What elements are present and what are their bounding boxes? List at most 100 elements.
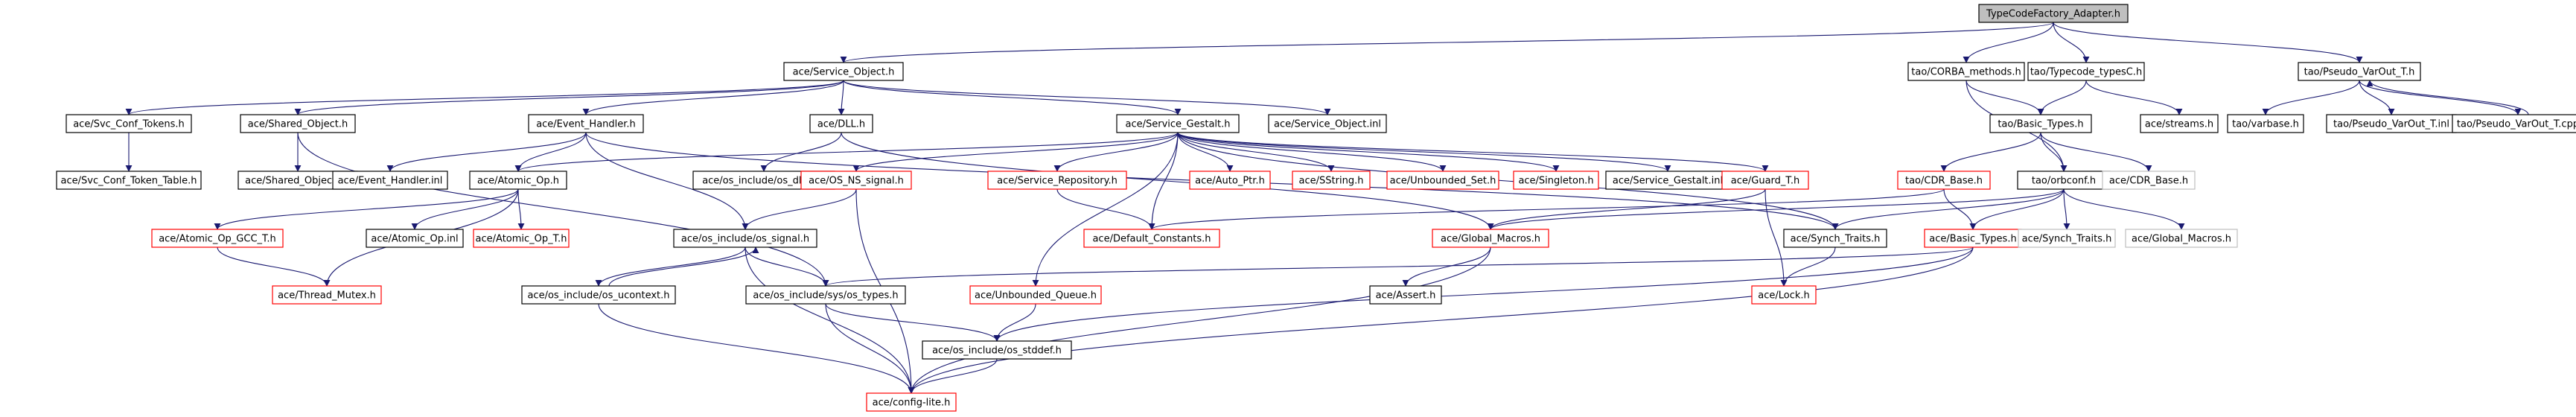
node-box-shared_object [240, 114, 356, 133]
node-varbase[interactable]: tao/varbase.h [2227, 114, 2304, 133]
edge-basic_types_tao-to-orbconf [2040, 132, 2068, 172]
node-label-pseudo_varout_t_cpp: tao/Pseudo_VarOut_T.cpp [2457, 119, 2576, 130]
edge-atomic_op-to-atomic_op_inl [411, 188, 519, 230]
node-box-atomic_op_inl [366, 229, 464, 248]
node-assert[interactable]: ace/Assert.h [1369, 285, 1442, 305]
edge-orbconf-to-global_macros_red [1487, 188, 2065, 230]
node-synch_traits_black[interactable]: ace/Synch_Traits.h [1783, 229, 1887, 248]
node-box-atomic_op_gcc_t [151, 229, 284, 248]
node-service_object[interactable]: ace/Service_Object.h [783, 62, 904, 81]
edge-event_handler-to-os_signal [585, 132, 749, 230]
node-label-shared_object_inl: ace/Shared_Object.inl [245, 176, 351, 187]
node-unbounded_queue[interactable]: ace/Unbounded_Queue.h [969, 285, 1102, 305]
node-service_gestalt_inl[interactable]: ace/Service_Gestalt.inl [1605, 171, 1730, 190]
node-label-svc_conf_tokens: ace/Svc_Conf_Tokens.h [73, 119, 185, 130]
node-global_macros_red[interactable]: ace/Global_Macros.h [1432, 229, 1549, 248]
node-label-os_stddef: ace/os_include/os_stddef.h [932, 346, 1062, 357]
node-service_repository[interactable]: ace/Service_Repository.h [987, 171, 1127, 190]
node-box-sstring [1292, 171, 1371, 190]
edge-os_signal-to-sys_os_types [745, 246, 829, 287]
edge-os_ns_signal-to-os_signal [742, 188, 857, 230]
node-label-assert: ace/Assert.h [1376, 290, 1436, 302]
edge-orbconf-to-synch_traits_gray [2063, 188, 2070, 230]
node-singleton[interactable]: ace/Singleton.h [1513, 171, 1599, 190]
node-pseudo_varout_t_inl[interactable]: tao/Pseudo_VarOut_T.inl [2326, 114, 2457, 133]
node-cdr_base_red[interactable]: tao/CDR_Base.h [1897, 171, 1991, 190]
node-atomic_op[interactable]: ace/Atomic_Op.h [469, 171, 567, 190]
node-label-orbconf: tao/orbconf.h [2032, 176, 2096, 187]
node-box-lock [1751, 285, 1817, 305]
edge-os_signal-to-config_lite [745, 246, 915, 394]
node-pseudo_varout_t_cpp[interactable]: tao/Pseudo_VarOut_T.cpp [2452, 114, 2576, 133]
node-corba_methods[interactable]: tao/CORBA_methods.h [1907, 62, 2025, 81]
node-box-svc_conf_tokens [66, 114, 192, 133]
node-atomic_op_inl[interactable]: ace/Atomic_Op.inl [366, 229, 464, 248]
node-label-thread_mutex: ace/Thread_Mutex.h [278, 290, 376, 302]
node-lock[interactable]: ace/Lock.h [1751, 285, 1817, 305]
node-os_ucontext[interactable]: ace/os_include/os_ucontext.h [521, 285, 676, 305]
node-label-default_constants: ace/Default_Constants.h [1092, 234, 1211, 245]
node-thread_mutex[interactable]: ace/Thread_Mutex.h [272, 285, 382, 305]
edge-atomic_op_gcc_t-to-thread_mutex [217, 246, 331, 287]
node-basic_types_ace[interactable]: ace/Basic_Types.h [1924, 229, 2022, 248]
node-box-global_macros_gray [2125, 229, 2238, 248]
node-auto_ptr[interactable]: ace/Auto_Ptr.h [1189, 171, 1271, 190]
node-orbconf[interactable]: tao/orbconf.h [2017, 171, 2111, 190]
node-label-atomic_op_gcc_t: ace/Atomic_Op_GCC_T.h [159, 234, 276, 245]
node-label-unbounded_queue: ace/Unbounded_Queue.h [975, 290, 1097, 302]
node-os_signal[interactable]: ace/os_include/os_signal.h [673, 229, 817, 248]
node-config_lite[interactable]: ace/config-lite.h [866, 392, 957, 412]
node-typecode_typesc[interactable]: tao/Typecode_typesC.h [2027, 62, 2145, 81]
node-box-pseudo_varout_t [2298, 62, 2421, 81]
node-box-thread_mutex [272, 285, 382, 305]
node-svc_conf_tokens[interactable]: ace/Svc_Conf_Tokens.h [66, 114, 192, 133]
edge-pseudo_varout_t-to-pseudo_varout_t_cpp [2359, 80, 2522, 115]
node-box-synch_traits_black [1783, 229, 1887, 248]
node-box-default_constants [1083, 229, 1220, 248]
node-synch_traits_gray: ace/Synch_Traits.h [2018, 229, 2116, 248]
node-atomic_op_t[interactable]: ace/Atomic_Op_T.h [473, 229, 570, 248]
edge-cdr_base_red-to-default_constants [1148, 188, 1945, 230]
edge-service_object-to-dll [838, 80, 845, 115]
node-box-svc_conf_token_table [56, 171, 202, 190]
edge-service_gestalt-to-unbounded_queue [1032, 132, 1179, 287]
node-atomic_op_gcc_t[interactable]: ace/Atomic_Op_GCC_T.h [151, 229, 284, 248]
node-label-os_ns_signal: ace/OS_NS_signal.h [809, 176, 904, 187]
edge-sys_os_types-to-config_lite [825, 303, 915, 394]
node-label-sstring: ace/SString.h [1299, 176, 1364, 187]
node-event_handler[interactable]: ace/Event_Handler.h [528, 114, 644, 133]
node-label-singleton: ace/Singleton.h [1518, 176, 1593, 187]
node-label-auto_ptr: ace/Auto_Ptr.h [1195, 176, 1265, 187]
node-service_object_inl[interactable]: ace/Service_Object.inl [1268, 114, 1387, 133]
edge-os_ucontext-to-config_lite [598, 303, 915, 394]
node-box-atomic_op_t [473, 229, 570, 248]
node-sstring[interactable]: ace/SString.h [1292, 171, 1371, 190]
edge-root-to-typecode_typesc [2053, 22, 2090, 63]
edge-typecode_typesc-to-streams [2085, 80, 2183, 115]
node-os_stddef[interactable]: ace/os_include/os_stddef.h [922, 340, 1072, 360]
edge-service_object-to-event_handler [582, 80, 844, 115]
node-label-typecode_typesc: tao/Typecode_typesC.h [2030, 67, 2142, 78]
node-default_constants[interactable]: ace/Default_Constants.h [1083, 229, 1220, 248]
node-basic_types_tao[interactable]: tao/Basic_Types.h [1989, 114, 2092, 133]
node-box-basic_types_ace [1924, 229, 2022, 248]
node-os_ns_signal[interactable]: ace/OS_NS_signal.h [800, 171, 912, 190]
edge-basic_types_ace-to-sys_os_types [822, 246, 1974, 287]
node-streams[interactable]: ace/streams.h [2140, 114, 2219, 133]
node-service_gestalt[interactable]: ace/Service_Gestalt.h [1116, 114, 1240, 133]
node-label-sys_os_types: ace/os_include/sys/os_types.h [753, 290, 898, 302]
node-label-synch_traits_black: ace/Synch_Traits.h [1791, 234, 1881, 245]
node-pseudo_varout_t[interactable]: tao/Pseudo_VarOut_T.h [2298, 62, 2421, 81]
node-shared_object[interactable]: ace/Shared_Object.h [240, 114, 356, 133]
node-dll[interactable]: ace/DLL.h [809, 114, 873, 133]
node-box-event_handler [528, 114, 644, 133]
node-guard_t[interactable]: ace/Guard_T.h [1721, 171, 1809, 190]
node-sys_os_types[interactable]: ace/os_include/sys/os_types.h [745, 285, 906, 305]
node-svc_conf_token_table[interactable]: ace/Svc_Conf_Token_Table.h [56, 171, 202, 190]
edge-os_signal-to-os_ucontext [595, 246, 746, 287]
node-label-atomic_op: ace/Atomic_Op.h [477, 176, 559, 187]
node-label-service_object: ace/Service_Object.h [793, 67, 895, 78]
node-event_handler_inl[interactable]: ace/Event_Handler.inl [332, 171, 448, 190]
node-unbounded_set[interactable]: ace/Unbounded_Set.h [1386, 171, 1499, 190]
